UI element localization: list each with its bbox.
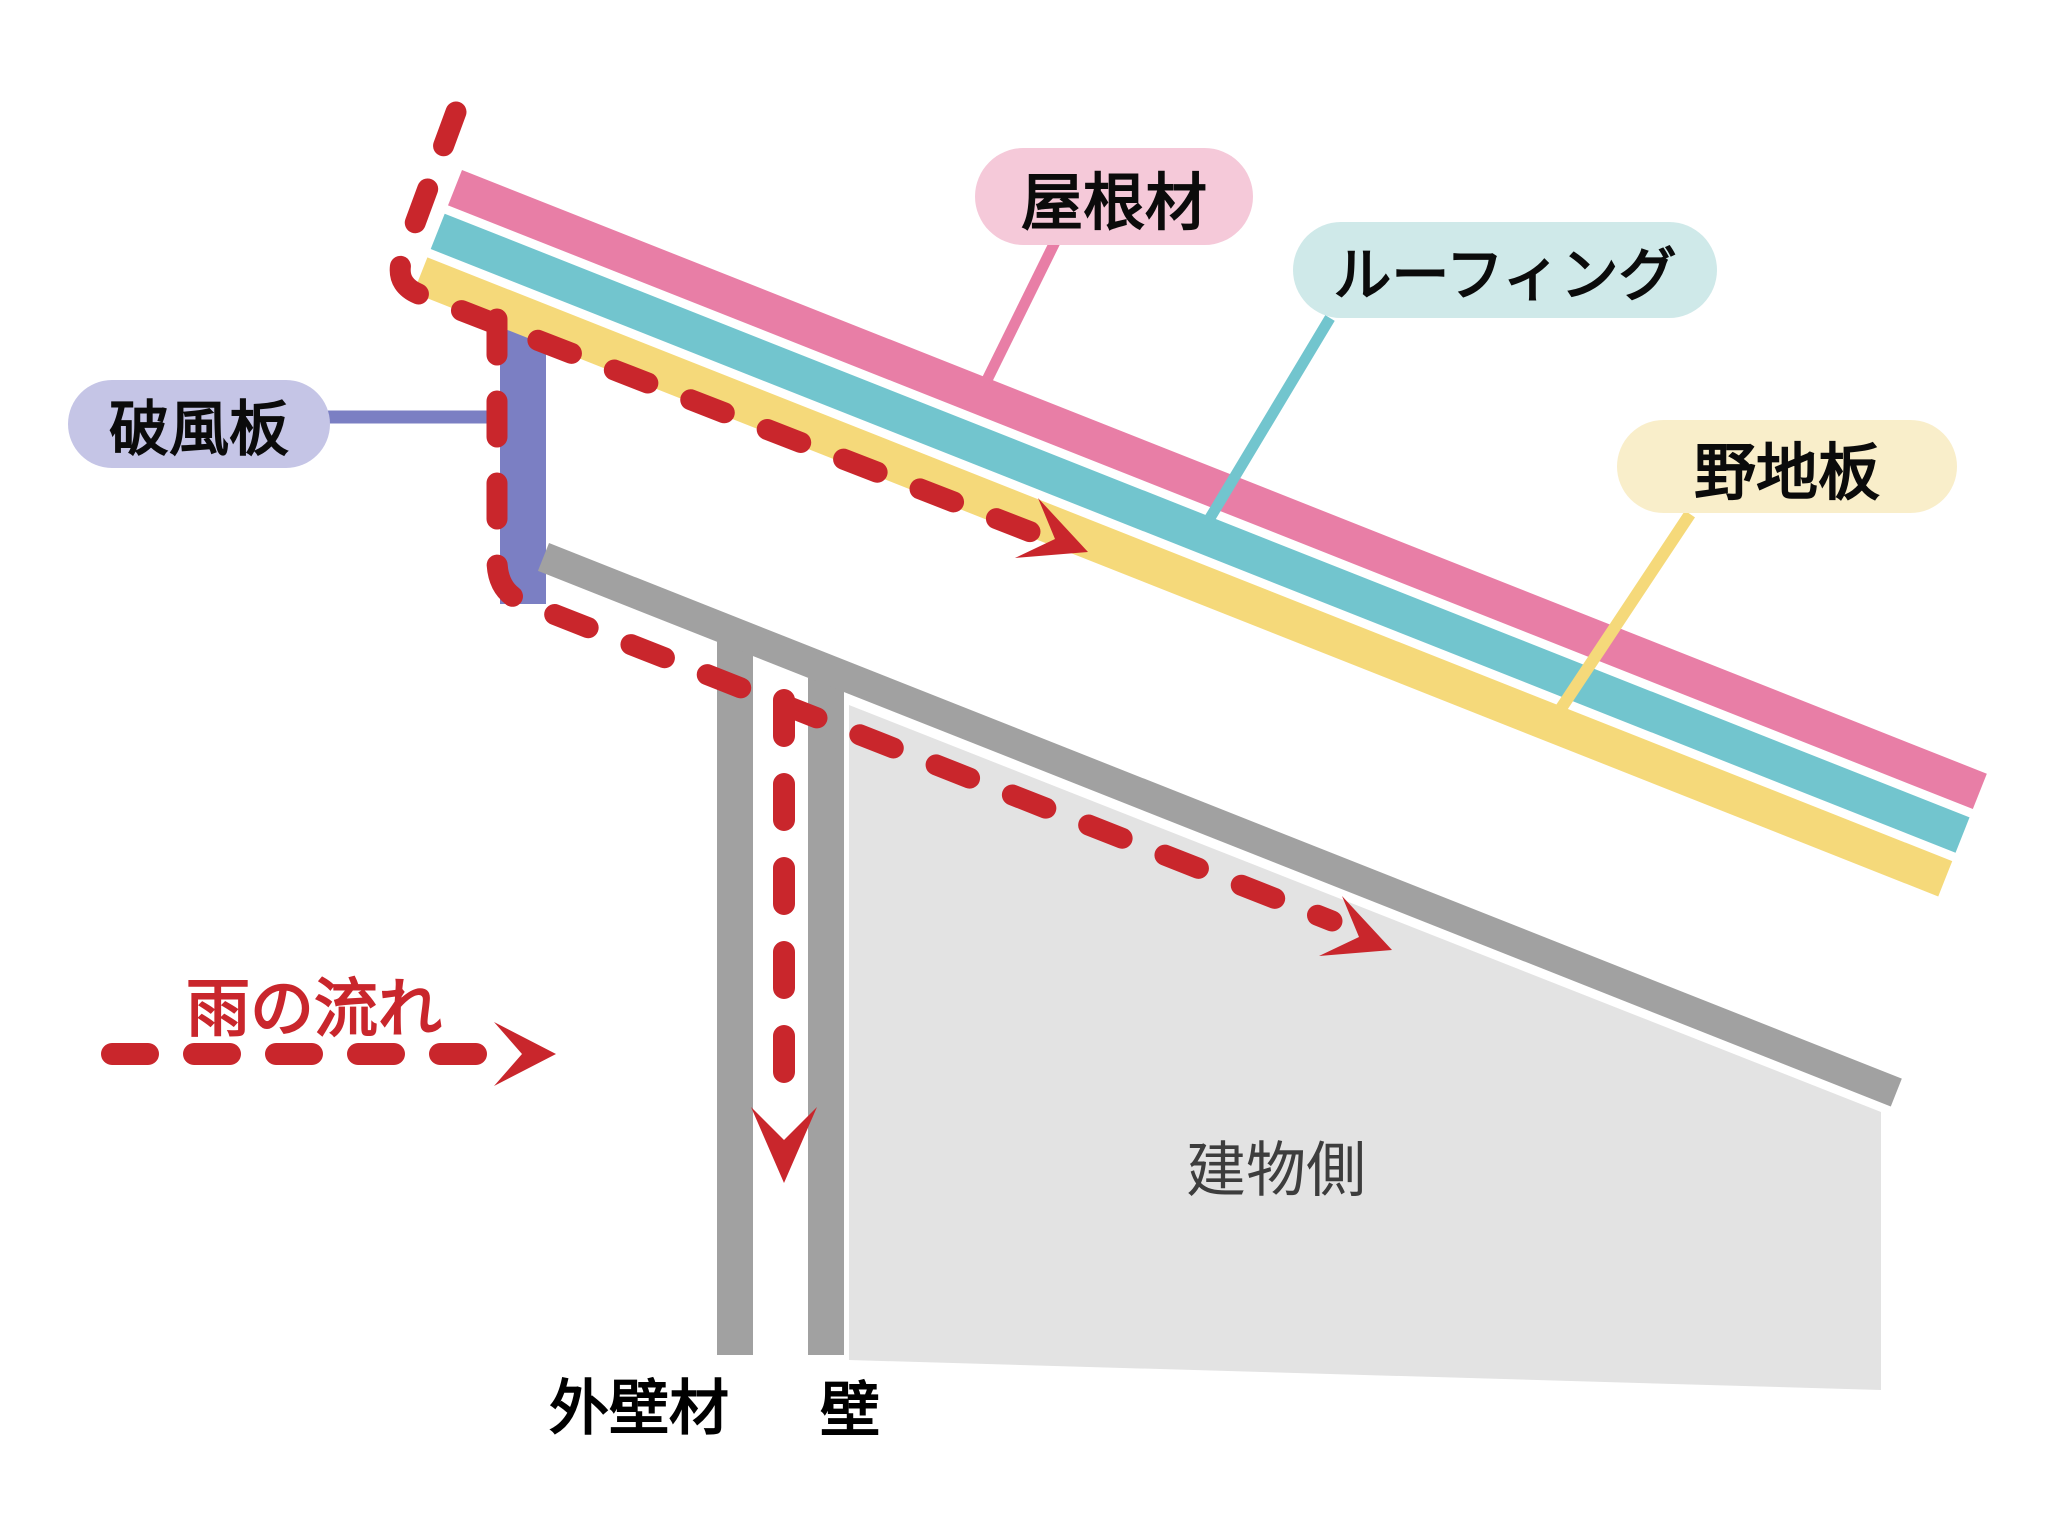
sheathing-label-pill: 野地板 bbox=[1617, 420, 1957, 513]
rain-flow-path-roof bbox=[389, 101, 1047, 545]
roof-material-label-pill: 屋根材 bbox=[975, 148, 1253, 245]
building-side-label: 建物側 bbox=[1186, 1137, 1366, 1204]
roofing-underlayment-layer bbox=[430, 213, 1970, 853]
bargeboard-plank bbox=[500, 310, 546, 604]
exterior-wall-bar bbox=[717, 638, 753, 1355]
rain-flow-arrowhead-wall bbox=[751, 1107, 817, 1183]
rain-flow-legend-label: 雨の流れ bbox=[186, 973, 442, 1045]
building-side-area bbox=[849, 705, 1881, 1390]
rain-flow-arrowhead-eave bbox=[1319, 896, 1392, 956]
sheathing-leader-line bbox=[1547, 510, 1695, 726]
rain-flow-path-bargeboard bbox=[486, 308, 1343, 932]
exterior-wall-label: 外壁材 bbox=[549, 1375, 729, 1442]
bargeboard-label-pill: 破風板 bbox=[68, 380, 330, 468]
wall-label: 壁 bbox=[820, 1377, 880, 1444]
roofing-label-pill: ルーフィング bbox=[1293, 222, 1717, 318]
rain-flow-legend-arrowhead bbox=[494, 1022, 556, 1086]
eave-board bbox=[537, 543, 1902, 1107]
sheathing-board-layer bbox=[413, 257, 1953, 897]
wall-bar bbox=[808, 678, 844, 1355]
roof-material-leader-line bbox=[981, 235, 1062, 385]
roofing-leader-line bbox=[1205, 315, 1335, 521]
rain-flow-arrowhead-roof bbox=[1015, 498, 1088, 558]
